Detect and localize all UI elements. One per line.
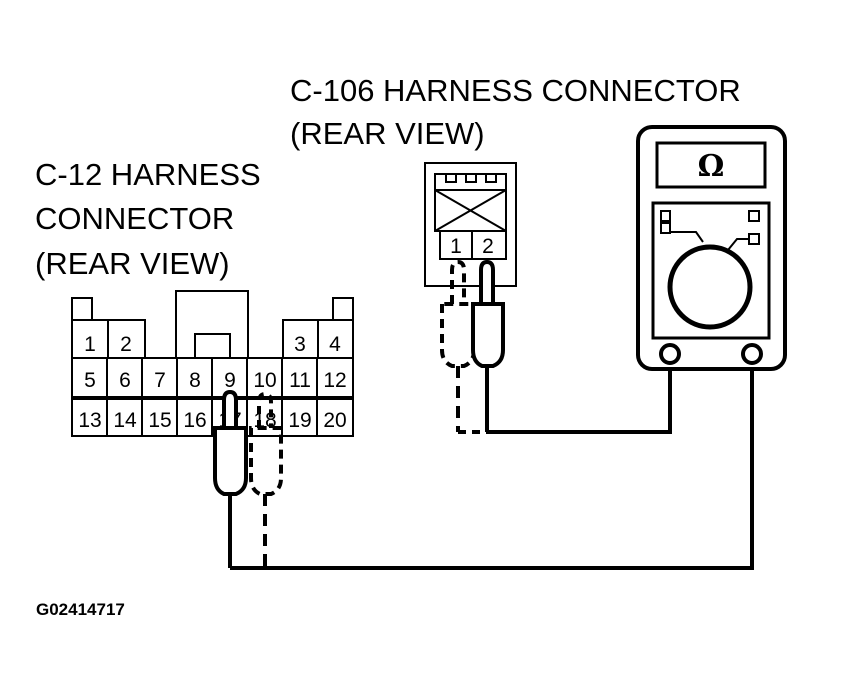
c12-pin-14: 14 — [113, 409, 137, 432]
c12-pin-19: 19 — [288, 409, 311, 432]
c12-title-2: CONNECTOR — [35, 201, 234, 236]
c12-pin-9: 9 — [224, 369, 236, 392]
c12-pin-15: 15 — [148, 409, 171, 432]
c12-pin-6: 6 — [119, 369, 131, 392]
c106-pin-2: 2 — [482, 235, 494, 258]
c12-probe-solid — [213, 389, 248, 568]
c106-pin-1: 1 — [450, 235, 462, 258]
c106-probe-pin1 — [440, 259, 476, 432]
ohm-icon: Ω — [698, 149, 725, 184]
c12-pin-12: 12 — [323, 369, 346, 392]
c12-connector — [71, 290, 354, 437]
c12-title: C-12 HARNESS — [35, 157, 261, 192]
ohmmeter — [636, 125, 787, 371]
c12-subtitle: (REAR VIEW) — [35, 246, 230, 281]
c12-pin-2: 2 — [120, 333, 132, 356]
c12-pin-16: 16 — [183, 409, 206, 432]
c12-pin-1: 1 — [84, 333, 96, 356]
c12-pin-20: 20 — [323, 409, 346, 432]
c106-connector — [424, 162, 517, 287]
c12-pin-3: 3 — [294, 333, 306, 356]
c12-pin-13: 13 — [78, 409, 101, 432]
c12-pin-10: 10 — [253, 369, 276, 392]
c106-subtitle: (REAR VIEW) — [290, 116, 485, 151]
c106-probe-pin2 — [471, 259, 505, 432]
c12-pin-8: 8 — [189, 369, 201, 392]
c12-pin-11: 11 — [289, 369, 311, 392]
c12-pin-7: 7 — [154, 369, 166, 392]
c12-probe-dashed — [249, 391, 283, 568]
c106-title: C-106 HARNESS CONNECTOR — [290, 73, 741, 108]
figure-id: G02414717 — [36, 600, 125, 619]
c12-pin-4: 4 — [329, 333, 341, 356]
test-leads — [230, 356, 754, 570]
c12-pin-5: 5 — [84, 369, 96, 392]
